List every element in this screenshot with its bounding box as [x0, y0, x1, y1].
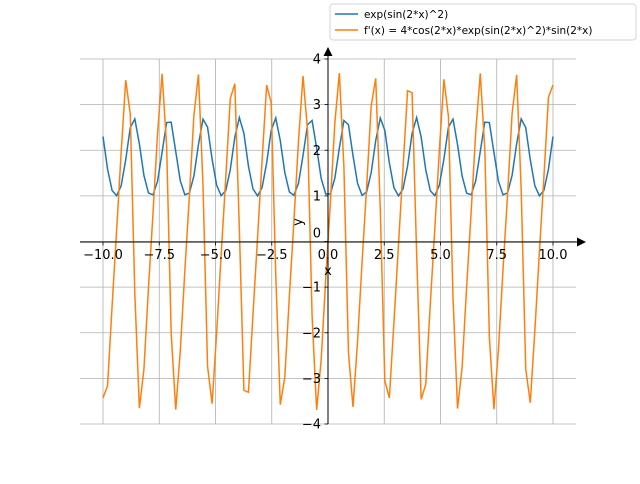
x-tick-label: −10.0 [83, 248, 123, 263]
x-tick-label: 7.5 [486, 248, 507, 263]
x-tick-label: −2.5 [256, 248, 288, 263]
y-axis-label: y [291, 218, 306, 226]
x-tick-label: 10.0 [539, 248, 568, 263]
x-tick-label: 2.5 [374, 248, 395, 263]
x-axis-label: x [324, 264, 332, 279]
x-tick-label: 5.0 [430, 248, 451, 263]
y-tick-label: −1 [302, 281, 321, 296]
axes [80, 47, 586, 424]
y-axis-arrow [323, 47, 333, 56]
legend-label-0: exp(sin(2*x)^2) [364, 9, 448, 21]
y-tick-label: 0 [313, 227, 321, 242]
y-tick-label: 1 [313, 189, 321, 204]
y-tick-label: 3 [313, 98, 321, 113]
y-tick-label: −2 [302, 326, 321, 341]
tick-labels: −10.0 −7.5 −5.0 −2.5 0.0 2.5 5.0 7.5 10.0 4 3 2 1 0 −1… [83, 53, 567, 433]
legend: exp(sin(2*x)^2) f'(x) = 4*cos(2*x)*exp(s… [329, 3, 637, 41]
legend-box [329, 3, 637, 41]
y-tick-label: −3 [302, 372, 321, 387]
legend-label-1: f'(x) = 4*cos(2*x)*exp(sin(2*x)^2)*sin(2… [364, 25, 592, 37]
x-axis-arrow [577, 237, 586, 247]
x-tick-label: −7.5 [143, 248, 175, 263]
x-tick-label: −5.0 [200, 248, 232, 263]
x-tick-label: 0.0 [318, 248, 339, 263]
y-tick-label: −4 [302, 418, 321, 433]
y-tick-label: 4 [313, 53, 321, 68]
y-tick-label: 2 [313, 144, 321, 159]
